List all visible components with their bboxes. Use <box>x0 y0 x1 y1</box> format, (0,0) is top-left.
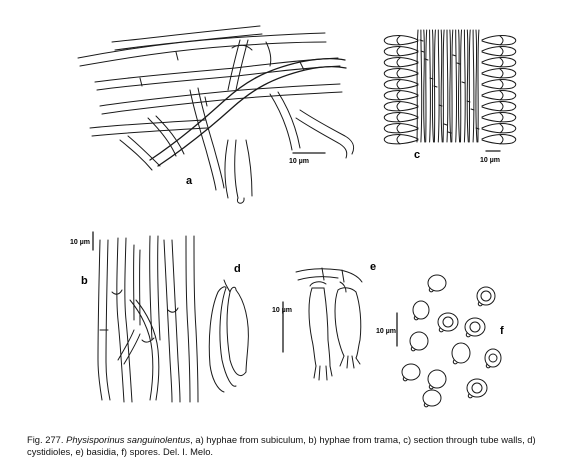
figure-caption: Fig. 277. Physisporinus sanguinolentus, … <box>27 434 562 458</box>
caption-description: , a) hyphae from subiculum, b) hyphae fr… <box>27 434 536 457</box>
panel-e-label: e <box>370 261 376 273</box>
panel-e-basidia <box>295 267 363 381</box>
panel-c-label: c <box>414 149 420 161</box>
caption-prefix: Fig. 277. <box>27 434 64 445</box>
panel-d-scale-label: 10 µm <box>272 307 292 314</box>
panel-b-label: b <box>81 275 88 287</box>
panel-b-hyphae-trama <box>92 231 199 403</box>
figure-plate: 10 µm a c 10 µm 1 <box>70 25 517 408</box>
panel-d-cystidioles <box>208 279 284 393</box>
panel-a-scale-label: 10 µm <box>289 158 309 165</box>
panel-f-scale-label: 10 µm <box>376 328 396 335</box>
panel-c-scale-label: 10 µm <box>480 157 500 164</box>
panel-a-hyphae-subiculum <box>77 25 355 204</box>
caption-species: Physisporinus sanguinolentus <box>66 434 191 445</box>
panel-f-spores <box>401 274 502 408</box>
panel-c-tube-wall-section <box>383 29 517 152</box>
panel-f-label: f <box>500 325 504 337</box>
panel-b-scale-label: 10 µm <box>70 239 90 246</box>
panel-a-label: a <box>186 175 193 187</box>
panel-d-label: d <box>234 263 241 275</box>
